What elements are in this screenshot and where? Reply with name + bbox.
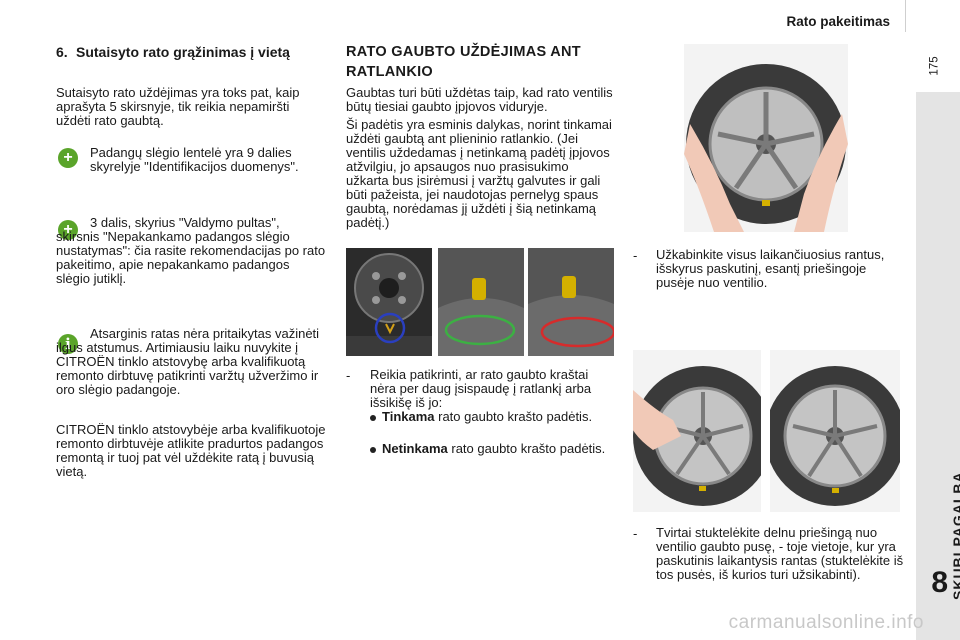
header-divider xyxy=(905,0,906,32)
wheel-trim-heading: RATO GAUBTO UŽDĖJIMAS ANT RATLANKIO xyxy=(346,44,581,80)
watermark: carmanualsonline.info xyxy=(728,612,924,633)
section-heading: 6. Sutaisyto rato grąžinimas į vietą xyxy=(56,44,316,60)
bullet-dot xyxy=(370,446,376,453)
step-tap-trim: Tvirtai stuktelėkite delnu priešingą nuo… xyxy=(656,525,904,582)
section-title: Sutaisyto rato grąžinimas į vietą xyxy=(76,44,290,60)
page-header-title: Rato pakeitimas xyxy=(786,14,890,29)
photo-correct-position xyxy=(438,248,524,356)
photo-wheel-trim-fitted xyxy=(770,350,900,512)
plus-icon: + xyxy=(58,148,78,168)
note-underinflation: 3 dalis, skyrius "Valdymo pultas", skirs… xyxy=(56,215,326,286)
info-icon: i xyxy=(58,334,78,354)
photo-hand-tap-wheel xyxy=(633,350,761,512)
page-number: 175 xyxy=(928,56,941,76)
bullet-dash: - xyxy=(346,368,351,383)
bullet-dash: - xyxy=(633,526,638,541)
photo-wrong-position xyxy=(528,248,614,356)
photo-wheel-valve xyxy=(346,248,432,356)
chapter-tab-label: SKUBI PAGALBA xyxy=(950,471,960,600)
trim-position-paragraph: Ši padėtis yra esminis dalykas, norint t… xyxy=(346,117,612,230)
step-hook-tabs: Užkabinkite visus laikančiuosius rantus,… xyxy=(656,247,885,290)
section-number: 6. xyxy=(56,44,68,60)
check-paragraph: Reikia patikrinti, ar rato gaubto krašta… xyxy=(370,367,592,410)
photo-hands-on-wheel xyxy=(684,44,848,232)
plus-icon: + xyxy=(58,220,78,240)
bullet-dot xyxy=(370,414,376,421)
info-repair: CITROËN tinklo atstovybėje arba kvalifik… xyxy=(56,422,326,479)
chapter-number: 8 xyxy=(931,566,948,599)
intro-paragraph: Sutaisyto rato uždėjimas yra toks pat, k… xyxy=(56,85,300,128)
trim-valve-paragraph: Gaubtas turi būti uždėtas taip, kad rato… xyxy=(346,85,613,114)
chapter-tab xyxy=(916,92,960,640)
bullet-incorrect: Netinkama rato gaubto krašto padėtis. xyxy=(370,442,610,456)
bullet-correct: Tinkama rato gaubto krašto padėtis. xyxy=(370,410,610,424)
note-pressure-table: Padangų slėgio lentelė yra 9 dalies skyr… xyxy=(90,145,299,174)
info-spare-wheel: Atsarginis ratas nėra pritaikytas važinė… xyxy=(56,326,320,397)
bullet-dash: - xyxy=(633,248,638,263)
